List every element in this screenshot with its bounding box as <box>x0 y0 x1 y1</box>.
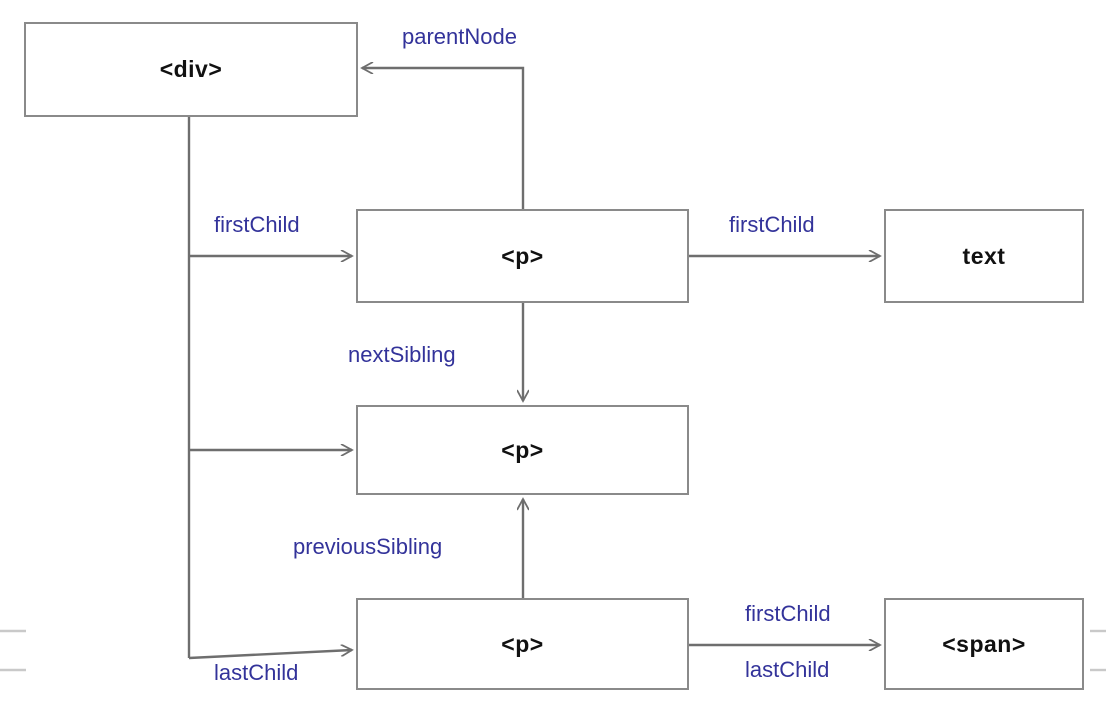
node-box-text[interactable]: text <box>884 209 1084 303</box>
node-label-p-middle: <p> <box>501 436 544 463</box>
node-label-span: <span> <box>942 630 1026 657</box>
node-label-text: text <box>962 242 1006 269</box>
edge-label-first-child-span: firstChild <box>745 601 831 626</box>
edge-label-first-child-p: firstChild <box>214 212 300 237</box>
edge-parent-node <box>362 68 525 209</box>
node-box-p-middle[interactable]: <p> <box>356 405 689 495</box>
node-box-div[interactable]: <div> <box>24 22 358 117</box>
edge-label-first-child-text: firstChild <box>729 212 815 237</box>
edge-label-previous-sibling: previousSibling <box>293 534 443 559</box>
edge-label-parent-node: parentNode <box>402 24 517 49</box>
node-box-p-last[interactable]: <p> <box>356 598 689 690</box>
edge-label-last-child-p: lastChild <box>214 660 299 685</box>
edge-label-last-child-span: lastChild <box>745 657 830 682</box>
node-box-p-first[interactable]: <p> <box>356 209 689 303</box>
node-label-p-first: <p> <box>501 242 544 269</box>
node-label-p-last: <p> <box>501 630 544 657</box>
node-box-span[interactable]: <span> <box>884 598 1084 690</box>
edge-last-child-p3 <box>188 650 352 660</box>
edge-label-next-sibling: nextSibling <box>348 342 456 367</box>
node-label-div: <div> <box>159 56 223 82</box>
